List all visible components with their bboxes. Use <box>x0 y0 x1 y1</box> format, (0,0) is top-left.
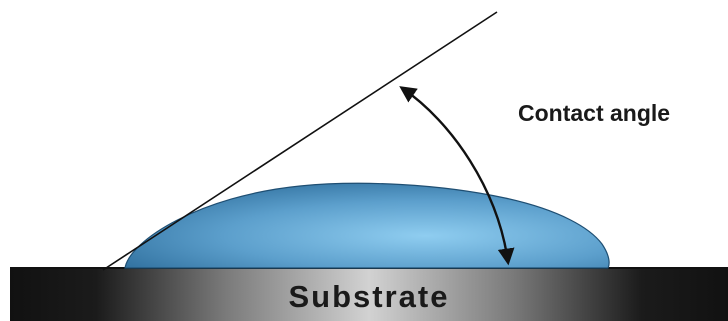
contact-angle-label: Contact angle <box>518 100 670 126</box>
substrate-label: Substrate <box>289 279 450 314</box>
tangent-line <box>102 11 498 271</box>
substrate-block <box>10 268 728 321</box>
contact-angle-arc <box>399 86 515 266</box>
substrate: Substrate <box>10 267 728 321</box>
droplet <box>124 182 610 269</box>
